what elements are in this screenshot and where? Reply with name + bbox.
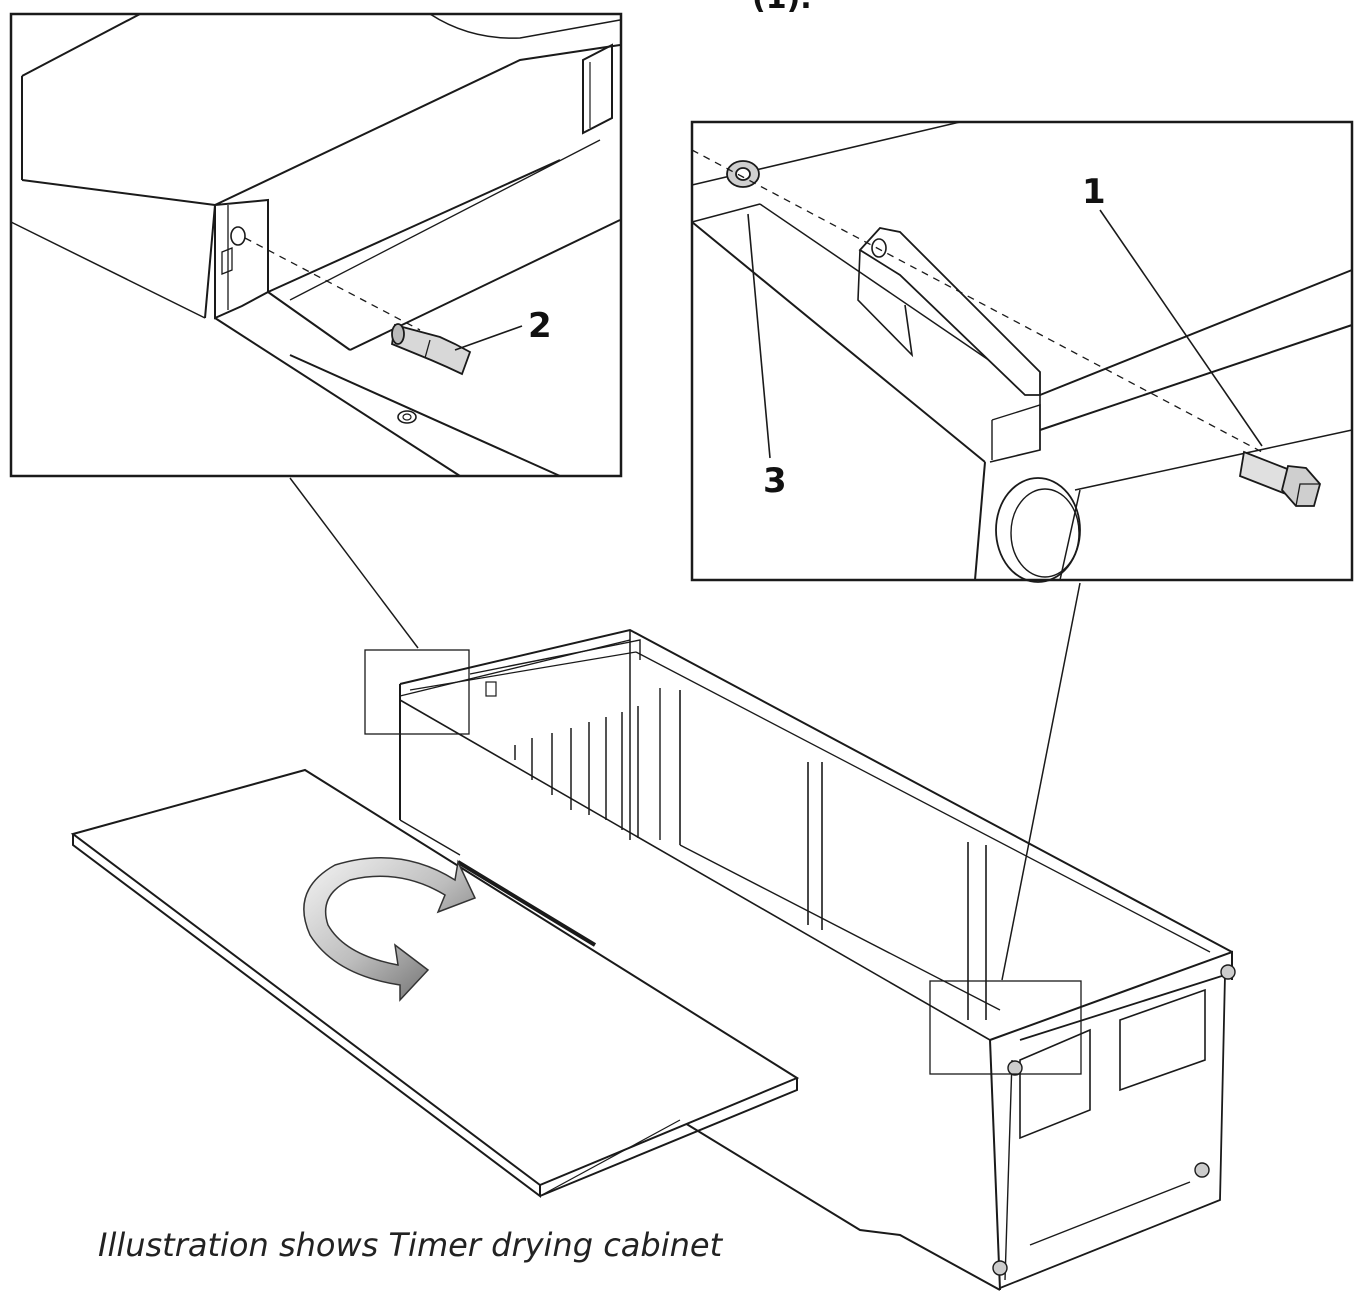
top-cut-text: (1).: [752, 0, 812, 16]
washer-part: [726, 160, 760, 188]
rotation-arrow-icon: [303, 857, 477, 1002]
detail-view-left: [9, 12, 623, 478]
callout-3: 3: [763, 461, 787, 501]
cabinet-body: [364, 628, 1236, 1291]
hinge-pin-part: [391, 323, 472, 376]
figure-caption: Illustration shows Timer drying cabinet: [98, 1226, 723, 1264]
lid-panel: [70, 768, 800, 1199]
detail-view-right: [690, 120, 1354, 583]
bolt-part: [1238, 450, 1321, 507]
callout-2: 2: [528, 306, 552, 346]
zoom-leaders: [289, 477, 1081, 981]
frame-edge: [539, 1119, 681, 1197]
callout-1: 1: [1082, 172, 1106, 212]
